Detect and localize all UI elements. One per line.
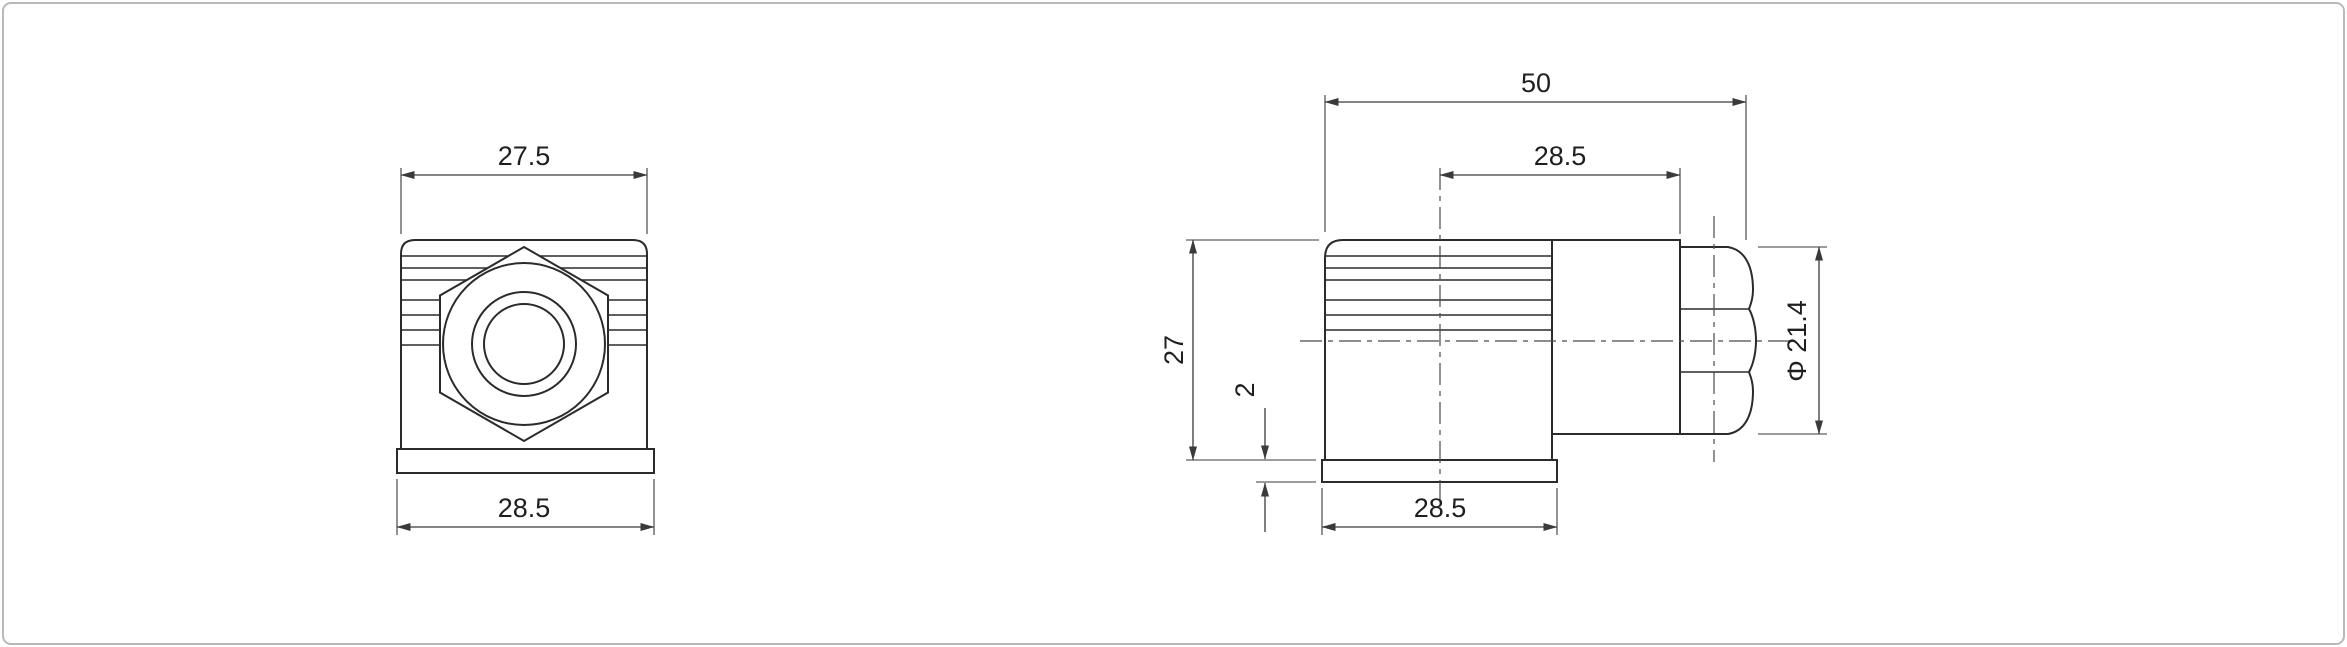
side-dim-height: 27 — [1159, 239, 1319, 461]
side-dim-bottom-width: 28.5 — [1321, 488, 1558, 535]
front-base-plate — [396, 448, 655, 474]
front-cable-hole-inner — [483, 303, 565, 385]
side-rib-lines — [1325, 255, 1552, 331]
side-dim-upper-width-label: 28.5 — [1534, 141, 1587, 171]
front-dim-bottom-width: 28.5 — [396, 479, 655, 535]
side-dim-diameter: Φ 21.4 — [1758, 246, 1827, 435]
side-dim-diameter-label: Φ 21.4 — [1782, 300, 1812, 382]
front-dim-top-width: 27.5 — [400, 141, 648, 234]
front-dim-bottom-width-label: 28.5 — [498, 493, 551, 523]
side-dim-base-thickness-label: 2 — [1230, 382, 1260, 397]
side-dim-bottom-width-label: 28.5 — [1414, 493, 1467, 523]
side-dim-base-thickness: 2 — [1230, 382, 1316, 532]
side-body-outline — [1324, 239, 1553, 461]
side-view: 50 28.5 27 2 28.5 — [1159, 68, 1827, 535]
side-socket-housing — [1551, 239, 1681, 435]
side-dim-upper-width: 28.5 — [1439, 141, 1681, 234]
front-dim-top-width-label: 27.5 — [498, 141, 551, 171]
front-cable-hole-outer — [471, 291, 577, 397]
front-view: 27.5 28.5 — [396, 141, 655, 535]
front-hex-nut — [439, 245, 609, 443]
side-centerlines — [1300, 168, 1792, 502]
side-dim-overall-length-label: 50 — [1521, 68, 1551, 98]
side-dim-height-label: 27 — [1159, 335, 1189, 365]
side-dim-overall-length: 50 — [1324, 68, 1747, 240]
front-dome-circle — [442, 262, 606, 426]
